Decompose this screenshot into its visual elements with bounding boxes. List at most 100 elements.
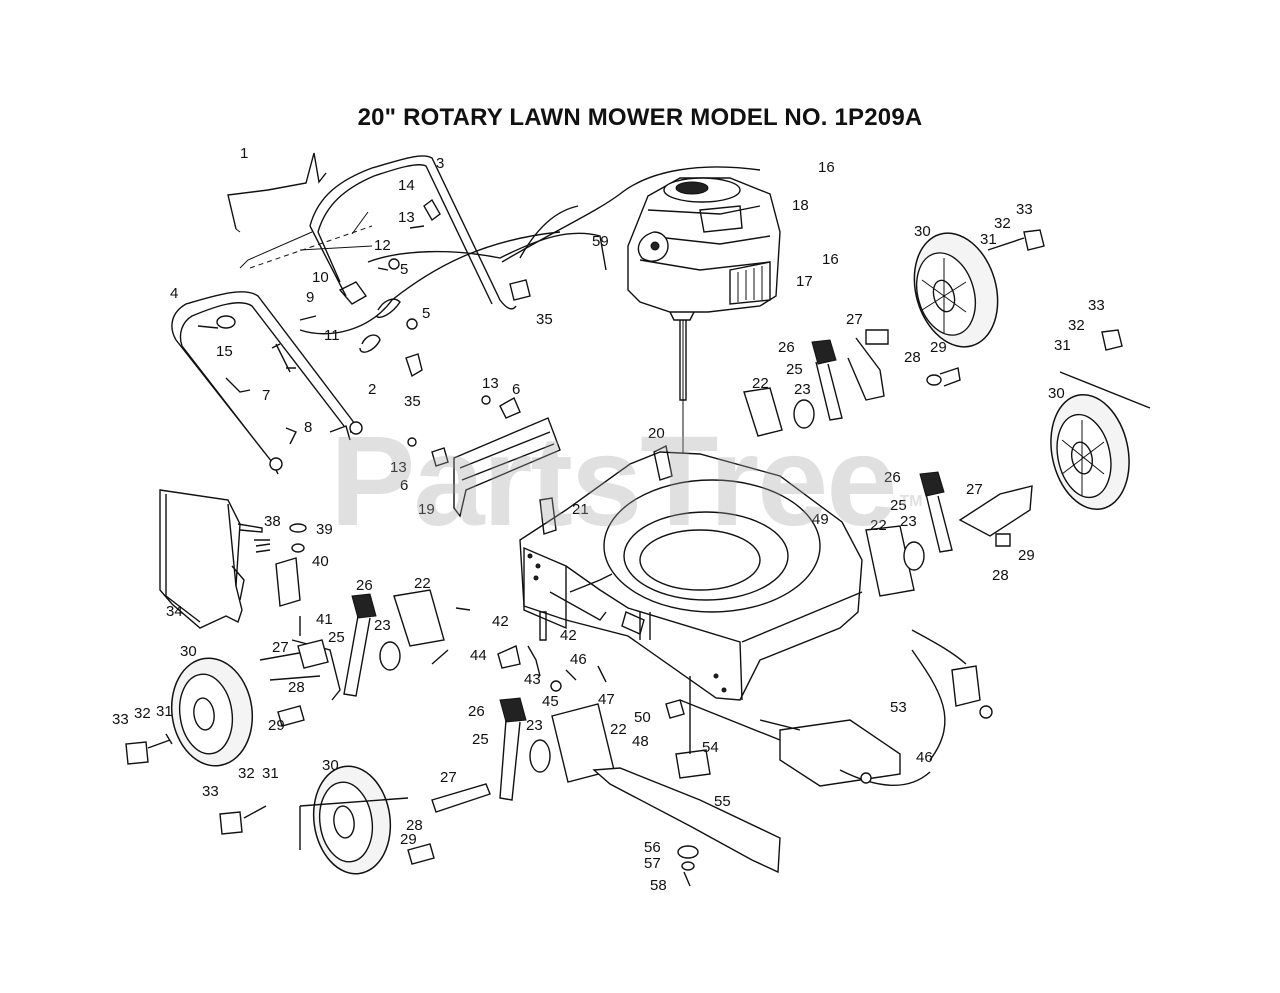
wheel-part [913, 232, 999, 348]
callout-label: 13 [398, 209, 415, 226]
callout-label: 28 [406, 817, 423, 834]
callout-label: 16 [822, 251, 839, 268]
callout-label: 14 [398, 177, 415, 194]
callout-label: 12 [374, 237, 391, 254]
callout-label: 33 [1016, 201, 1033, 218]
callout-label: 9 [306, 289, 314, 306]
wheel-part [312, 765, 392, 875]
callout-label: 15 [216, 343, 233, 360]
callout-label: 44 [470, 647, 487, 664]
callout-label: 48 [632, 733, 649, 750]
callout-label: 27 [272, 639, 289, 656]
callout-label: 2 [368, 381, 376, 398]
callout-label: 31 [156, 703, 173, 720]
callout-label: 5 [400, 261, 408, 278]
wheel-part [1050, 393, 1130, 511]
callout-label: 28 [904, 349, 921, 366]
callout-label: 43 [524, 671, 541, 688]
callout-label: 25 [472, 731, 489, 748]
callout-label: 13 [482, 375, 499, 392]
callout-label: 41 [316, 611, 333, 628]
callout-label: 29 [268, 717, 285, 734]
callout-label: 22 [610, 721, 627, 738]
callout-label: 22 [414, 575, 431, 592]
blade-part [592, 767, 781, 874]
callout-label: 25 [328, 629, 345, 646]
callout-label: 5 [422, 305, 430, 322]
discharge-chute-part [159, 489, 263, 629]
callout-label: 30 [1048, 385, 1065, 402]
callout-label: 32 [238, 765, 255, 782]
callout-label: 53 [890, 699, 907, 716]
callout-label: 4 [170, 285, 178, 302]
callout-label: 7 [262, 387, 270, 404]
callout-label: 31 [1054, 337, 1071, 354]
callout-label: 26 [778, 339, 795, 356]
callout-label: 20 [648, 425, 665, 442]
callout-label: 27 [846, 311, 863, 328]
callout-label: 3 [436, 155, 444, 172]
callout-label: 11 [324, 327, 340, 344]
callout-label: 34 [166, 603, 183, 620]
callout-label: 33 [1088, 297, 1105, 314]
callout-label: 23 [900, 513, 917, 530]
callout-label: 22 [870, 517, 887, 534]
diagram-title: 20" ROTARY LAWN MOWER MODEL NO. 1P209A [357, 104, 923, 131]
callout-label: 13 [390, 459, 407, 476]
callout-label: 23 [794, 381, 811, 398]
callout-label: 22 [752, 375, 769, 392]
callout-label: 45 [542, 693, 559, 710]
callout-label: 38 [264, 513, 281, 530]
callout-label: 32 [1068, 317, 1085, 334]
callout-label: 32 [134, 705, 151, 722]
callout-label: 54 [702, 739, 719, 756]
callout-label: 8 [304, 419, 312, 436]
lower-handle-part [171, 291, 363, 475]
callout-label: 27 [440, 769, 457, 786]
callout-label: 30 [914, 223, 931, 240]
callout-label: 30 [180, 643, 197, 660]
callout-label: 59 [592, 233, 609, 250]
callout-label: 26 [468, 703, 485, 720]
callout-label: 28 [992, 567, 1009, 584]
rear-deflector-part [453, 417, 561, 518]
callout-label: 31 [980, 231, 997, 248]
callout-label: 29 [1018, 547, 1035, 564]
callout-label: 25 [786, 361, 803, 378]
callout-label: 46 [916, 749, 933, 766]
callout-label: 31 [262, 765, 279, 782]
callout-label: 35 [404, 393, 421, 410]
callout-label: 42 [492, 613, 509, 630]
callout-label: 46 [570, 651, 587, 668]
callout-label: 33 [112, 711, 129, 728]
callout-label: 27 [966, 481, 983, 498]
callout-label: 16 [818, 159, 835, 176]
callout-label: 26 [884, 469, 901, 486]
callout-label: 50 [634, 709, 651, 726]
callout-label: 29 [930, 339, 947, 356]
callout-label: 49 [812, 511, 829, 528]
handle-grip-part [227, 152, 327, 233]
callout-label: 56 [644, 839, 661, 856]
upper-handle-part [239, 155, 531, 378]
callout-label: 10 [312, 269, 329, 286]
callout-label: 25 [890, 497, 907, 514]
mower-deck-part [519, 444, 863, 701]
callout-label: 33 [202, 783, 219, 800]
callout-label: 19 [418, 501, 435, 518]
callout-label: 47 [598, 691, 615, 708]
callout-label: 17 [796, 273, 813, 290]
callout-label: 30 [322, 757, 339, 774]
callout-label: 42 [560, 627, 577, 644]
callout-labels: 1 3 16 18 14 13 12 33 32 31 30 10 5 59 1… [112, 145, 1105, 894]
callout-label: 28 [288, 679, 305, 696]
callout-label: 6 [512, 381, 520, 398]
callout-label: 55 [714, 793, 731, 810]
callout-label: 21 [572, 501, 589, 518]
callout-label: 1 [240, 145, 248, 162]
callout-label: 40 [312, 553, 329, 570]
callout-label: 23 [526, 717, 543, 734]
callout-label: 18 [792, 197, 809, 214]
callout-label: 6 [400, 477, 408, 494]
